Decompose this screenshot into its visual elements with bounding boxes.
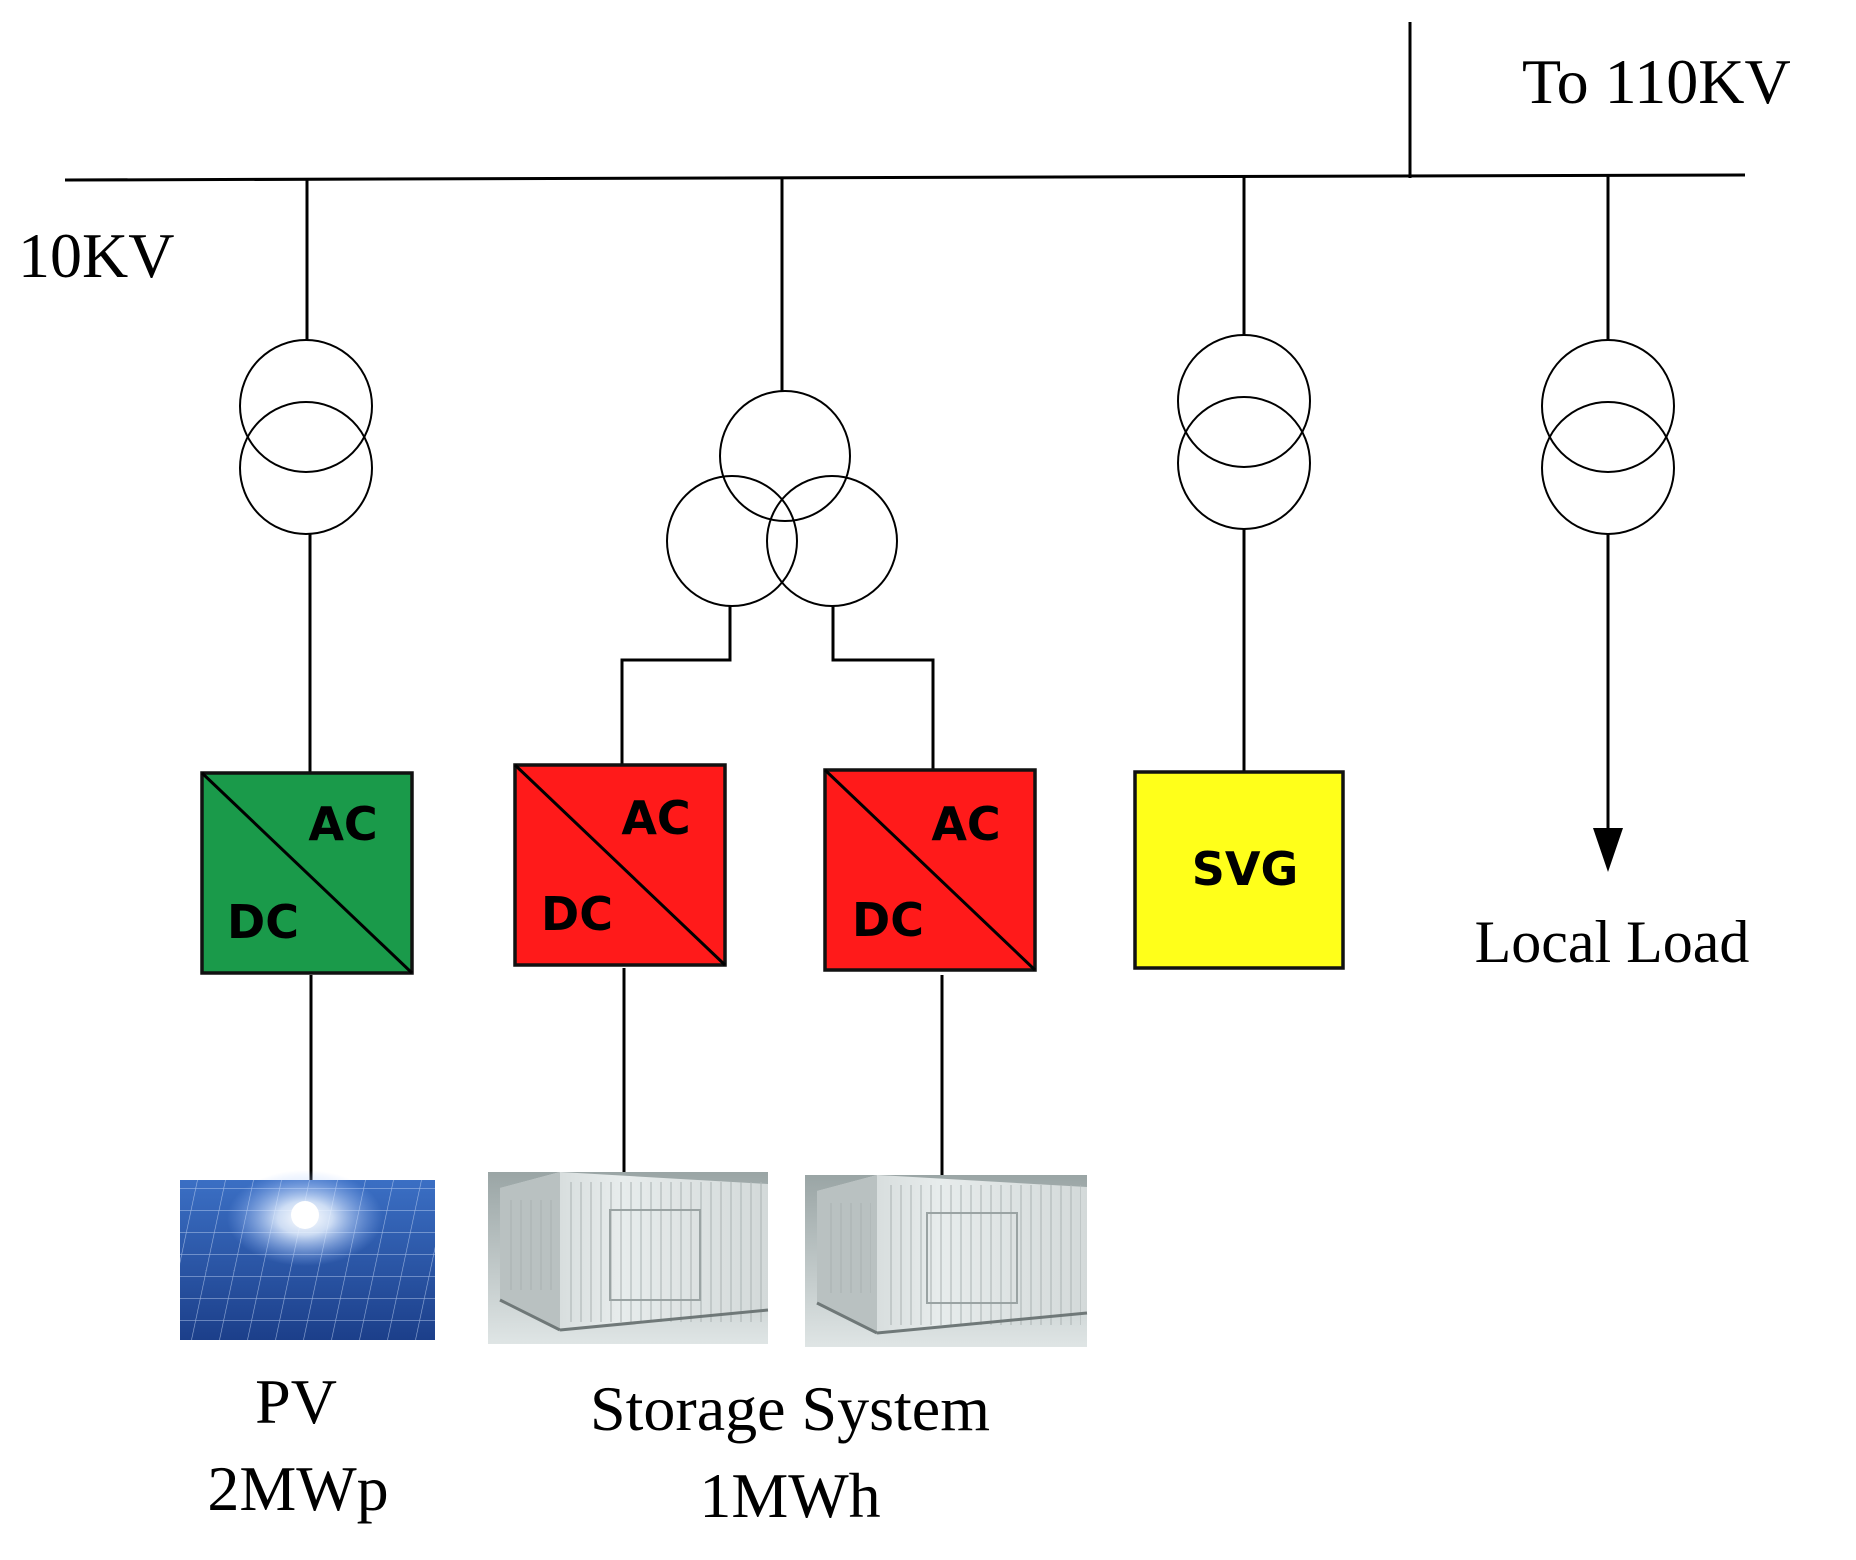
svg-transformer-secondary-coil xyxy=(1177,396,1311,530)
three-winding-transformer-secondary-coil-right xyxy=(766,475,898,607)
storage-converter-2-ac-label: AC xyxy=(931,797,1000,851)
storage-converter-1-dc-label: DC xyxy=(541,887,613,941)
bus-110kv-label: To 110KV xyxy=(1522,46,1791,117)
pv-label-line2: 2MWp xyxy=(207,1453,388,1524)
load-transformer-secondary-coil xyxy=(1541,401,1675,535)
load-arrow-icon xyxy=(1593,828,1623,872)
pv-converter-ac-label: AC xyxy=(308,797,377,851)
pv-branch xyxy=(239,180,373,1180)
bus-10kv xyxy=(64,173,1746,182)
three-winding-transformer-primary-coil xyxy=(719,390,851,522)
svg-transformer-primary-coil xyxy=(1177,334,1311,468)
storage-branch xyxy=(620,178,944,1180)
storage-label-line2: 1MWh xyxy=(699,1460,880,1531)
svg-compensator: SVG xyxy=(1133,770,1345,970)
svg-compensator-label: SVG xyxy=(1192,842,1299,896)
pv-label-line1: PV xyxy=(255,1366,337,1437)
solar-panel-icon xyxy=(180,1170,435,1340)
storage-converter-1: AC DC xyxy=(513,763,727,967)
svg-compensator-box xyxy=(1133,770,1345,970)
pv-converter: AC DC xyxy=(200,771,414,975)
pv-transformer-primary-coil xyxy=(239,339,373,473)
battery-container-icon xyxy=(805,1175,1088,1347)
three-winding-transformer-secondary-coil-left xyxy=(666,475,798,607)
storage-converter-1-ac-label: AC xyxy=(621,791,690,845)
pv-transformer-secondary-coil xyxy=(239,401,373,535)
storage-converter-2-dc-label: DC xyxy=(852,893,924,947)
bus-10kv-label: 10KV xyxy=(18,220,174,291)
load-transformer-primary-coil xyxy=(1541,339,1675,473)
local-load-label: Local Load xyxy=(1475,909,1750,975)
battery-container-icon xyxy=(488,1172,769,1344)
storage-converter-2: AC DC xyxy=(823,768,1037,972)
svg-branch xyxy=(1177,176,1311,772)
pv-converter-dc-label: DC xyxy=(227,895,299,949)
local-load-branch xyxy=(1541,176,1675,872)
storage-label-line1: Storage System xyxy=(590,1373,990,1444)
